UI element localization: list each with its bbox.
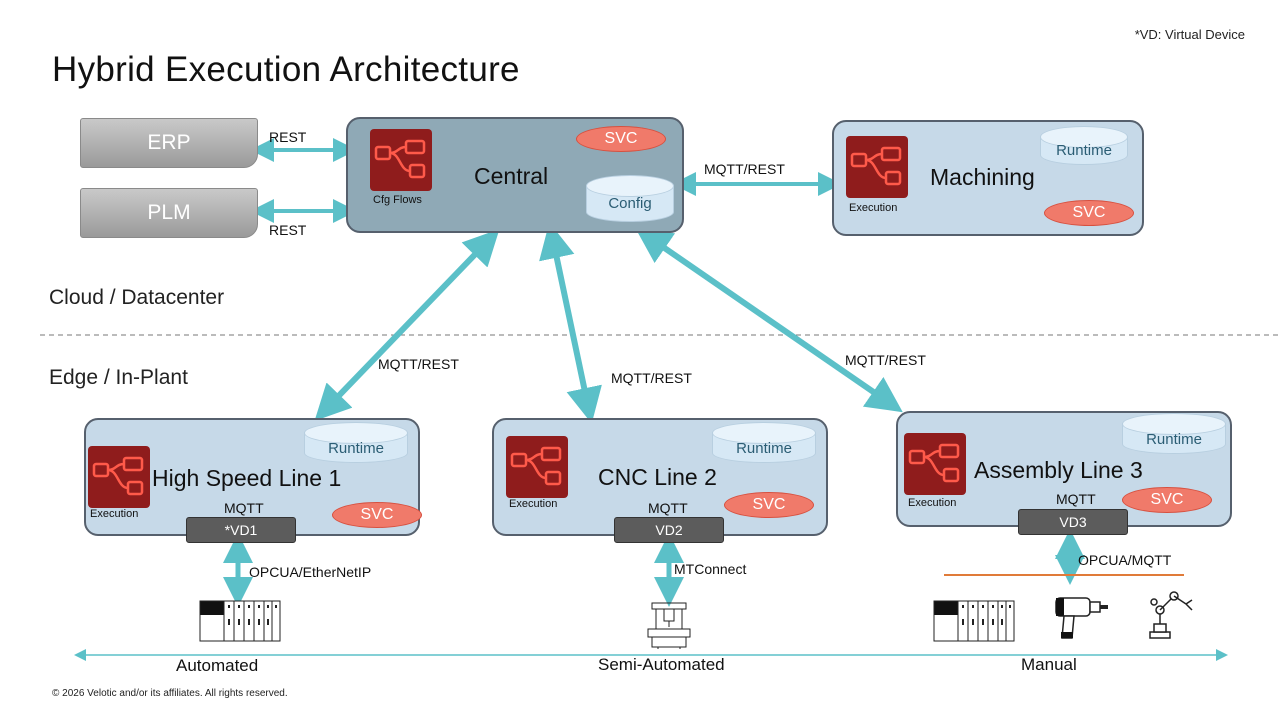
line2-runtime-label: Runtime — [736, 440, 792, 457]
cnc-machine-icon — [647, 602, 691, 649]
line1-uplink-arrow — [314, 229, 500, 421]
erp-label: ERP — [147, 131, 191, 154]
line1-virtual-device: *VD1 — [186, 517, 296, 543]
line2-node: Execution CNC Line 2 Runtime MQTT SVC — [492, 418, 828, 536]
plm-system: PLM — [80, 188, 258, 238]
plc-icon — [933, 600, 1015, 642]
axis-label-manual: Manual — [1021, 655, 1077, 674]
runtime-database-icon: Runtime — [1040, 126, 1128, 165]
line2-uplink-arrow — [539, 222, 602, 424]
line1-downlink-label: OPCUA/EtherNetIP — [249, 564, 372, 580]
central-svc-badge: SVC — [576, 126, 666, 152]
line1-mqtt-label: MQTT — [224, 500, 264, 516]
erp-link-label: REST — [269, 129, 307, 145]
runtime-database-icon: Runtime — [712, 422, 816, 463]
line2-uplink-label: MQTT/REST — [611, 370, 692, 386]
runtime-database-icon: Runtime — [304, 422, 408, 463]
flow-editor-logo-icon — [506, 436, 568, 498]
line1-uplink-label: MQTT/REST — [378, 356, 459, 372]
line1-svc-badge: SVC — [332, 502, 422, 528]
line3-svc-badge: SVC — [1122, 487, 1212, 513]
line1-node: Execution High Speed Line 1 Runtime MQTT… — [84, 418, 422, 536]
flow-editor-logo-icon — [88, 446, 150, 508]
line1-logo-caption: Execution — [90, 508, 139, 520]
line2-svc-badge: SVC — [724, 492, 814, 518]
copyright-footer: © 2026 Velotic and/or its affiliates. Al… — [52, 688, 288, 699]
line3-runtime-label: Runtime — [1146, 431, 1202, 448]
plm-label: PLM — [147, 201, 191, 224]
line3-name: Assembly Line 3 — [974, 457, 1143, 483]
central-name: Central — [474, 163, 549, 189]
line1-runtime-label: Runtime — [328, 440, 384, 457]
robot-arm-icon — [1149, 591, 1193, 639]
zone-label-cloud: Cloud / Datacenter — [49, 286, 225, 309]
line2-mqtt-label: MQTT — [648, 500, 688, 516]
legend-note: *VD: Virtual Device — [1134, 27, 1245, 42]
zone-label-edge: Edge / In-Plant — [49, 366, 188, 389]
axis-label-semi-automated: Semi-Automated — [598, 655, 725, 674]
flow-editor-logo-icon — [904, 433, 966, 495]
power-drill-icon — [1055, 597, 1108, 639]
plc-icon — [199, 600, 281, 642]
line3-uplink-arrow — [635, 227, 903, 413]
line3-mqtt-label: MQTT — [1056, 491, 1096, 507]
config-database-icon: Config — [586, 175, 674, 222]
line3-uplink-label: MQTT/REST — [845, 352, 926, 368]
line2-virtual-device: VD2 — [614, 517, 724, 543]
line3-logo-caption: Execution — [908, 497, 957, 509]
plm-link-label: REST — [269, 222, 307, 238]
flow-editor-logo-icon — [370, 129, 432, 191]
erp-system: ERP — [80, 118, 258, 168]
line2-downlink-label: MTConnect — [674, 561, 747, 577]
machining-node: Execution Machining Runtime SVC — [832, 120, 1144, 236]
runtime-database-icon: Runtime — [1122, 413, 1226, 454]
line2-logo-caption: Execution — [509, 498, 558, 510]
machining-logo-caption: Execution — [849, 202, 898, 214]
line2-name: CNC Line 2 — [598, 464, 717, 490]
line1-name: High Speed Line 1 — [152, 465, 342, 491]
axis-label-automated: Automated — [176, 656, 259, 675]
central-node: Cfg Flows Central SVC Config — [346, 117, 684, 233]
flow-editor-logo-icon — [846, 136, 908, 198]
machining-name: Machining — [930, 164, 1035, 190]
line3-virtual-device: VD3 — [1018, 509, 1128, 535]
line3-node: Execution Assembly Line 3 Runtime MQTT S… — [896, 411, 1232, 527]
machining-svc-badge: SVC — [1044, 200, 1134, 226]
runtime-database-label: Runtime — [1056, 142, 1112, 159]
config-database-label: Config — [608, 195, 652, 212]
line3-downlink-label: OPCUA/MQTT — [1078, 552, 1172, 568]
central-logo-caption: Cfg Flows — [373, 194, 422, 206]
page-title: Hybrid Execution Architecture — [52, 50, 520, 89]
machining-link-label: MQTT/REST — [704, 161, 785, 177]
